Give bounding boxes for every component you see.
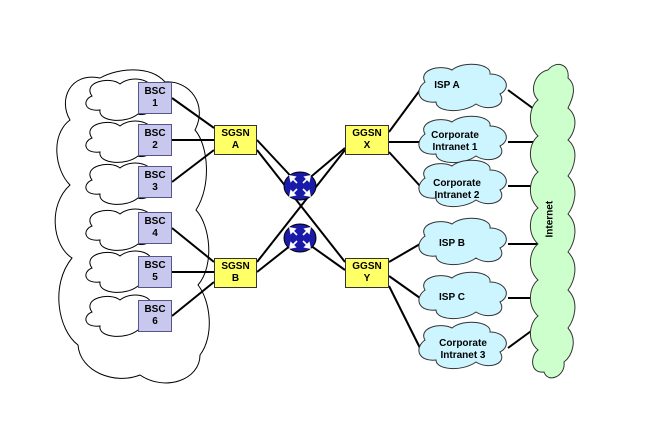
ggsn-y-name: GGSN xyxy=(352,261,382,272)
internet-label: Internet xyxy=(544,200,556,238)
bsc-5-name: BSC xyxy=(144,260,166,271)
cloud-isp-a xyxy=(418,63,507,111)
router-upper-arrows-icon xyxy=(288,174,312,198)
bsc-3-name: BSC xyxy=(144,170,166,181)
bsc-6-id: 6 xyxy=(152,316,158,327)
ggsn-x-name: GGSN xyxy=(352,128,382,139)
sgsn-b-id: B xyxy=(231,273,240,284)
isp-clouds xyxy=(418,63,507,369)
intranet-3-label: Corporate Intranet 3 xyxy=(439,338,487,361)
bsc-2-id: 2 xyxy=(152,140,158,151)
ggsn-y-id: Y xyxy=(363,273,371,284)
ggsn-x-id: X xyxy=(363,140,371,151)
isp-b-label: ISP B xyxy=(439,238,465,249)
bsc-1-name: BSC xyxy=(144,86,166,97)
sgsn-b-name: SGSN xyxy=(221,261,250,272)
bsc-4-id: 4 xyxy=(152,228,158,239)
sgsn-a-name: SGSN xyxy=(221,128,250,139)
sgsn-a-id: A xyxy=(231,140,240,151)
bsc-4-name: BSC xyxy=(144,216,166,227)
bsc-3-id: 3 xyxy=(152,182,158,193)
isp-c-label: ISP C xyxy=(439,292,465,303)
internet-cloud xyxy=(530,63,576,379)
intranet-2-label: Corporate Intranet 2 xyxy=(433,178,481,201)
router-upper xyxy=(283,171,317,201)
cloud-intranet-3 xyxy=(418,321,507,369)
cloud-intranet-1 xyxy=(418,115,507,163)
bsc-2-name: BSC xyxy=(144,128,166,139)
router-lower xyxy=(283,223,317,253)
cloud-isp-b xyxy=(418,217,507,265)
bsc-5-id: 5 xyxy=(152,272,158,283)
intranet-1-label: Corporate Intranet 1 xyxy=(431,130,479,153)
isp-a-label: ISP A xyxy=(434,80,460,91)
router-lower-arrows-icon xyxy=(288,226,312,250)
cloud-intranet-2 xyxy=(418,159,507,207)
bsc-1-id: 1 xyxy=(152,98,158,109)
cloud-isp-c xyxy=(418,271,507,319)
bsc-6-name: BSC xyxy=(144,304,166,315)
